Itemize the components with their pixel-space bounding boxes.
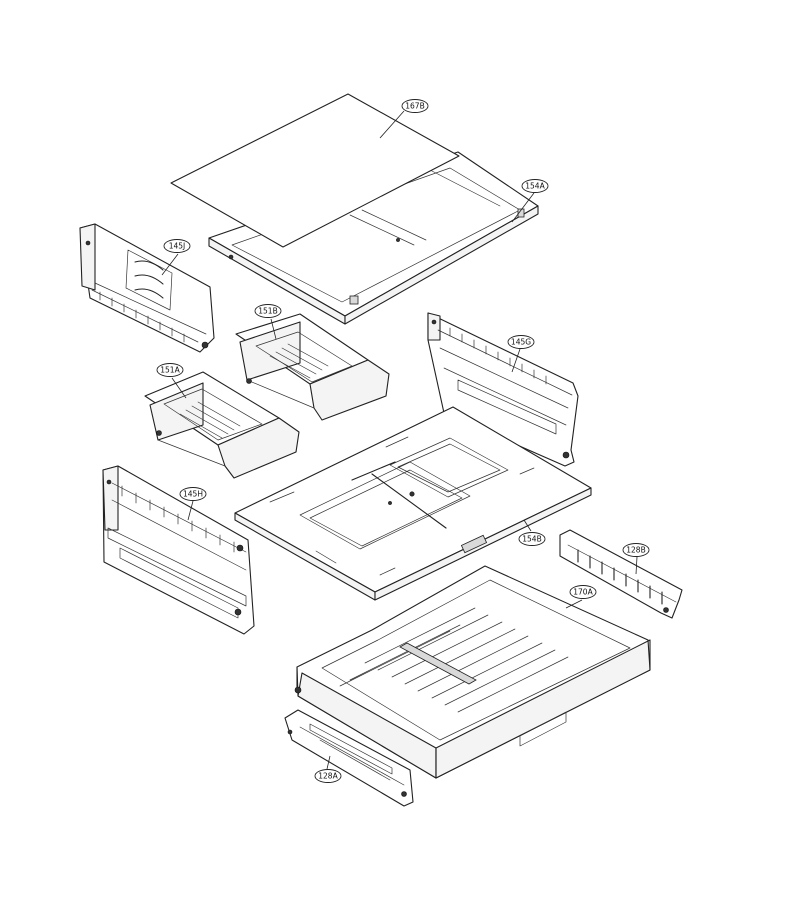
part-145J-left-bracket	[79, 223, 215, 353]
leader-154B	[523, 519, 532, 532]
callout-128B: 128B	[622, 543, 650, 557]
part-170A-crisper-drawer	[294, 565, 651, 779]
part-154B-lower-shelf-cover	[234, 406, 592, 601]
callout-151B: 151B	[254, 304, 282, 318]
leader-145G	[511, 348, 521, 373]
callout-145H: 145H	[179, 487, 207, 501]
callout-128B-text: 128B	[626, 546, 645, 555]
leader-167B	[379, 110, 405, 139]
callout-145G: 145G	[507, 335, 535, 349]
part-145H-left-bracket	[102, 465, 255, 635]
part-151A-front-bin	[144, 371, 300, 479]
callout-128A: 128A	[314, 769, 342, 783]
callout-167B: 167B	[401, 99, 429, 113]
callout-145J-text: 145J	[169, 242, 186, 251]
leader-lines	[161, 110, 638, 770]
leader-154A	[511, 192, 535, 223]
leader-128B	[635, 556, 638, 575]
part-145G-right-bracket	[427, 312, 579, 467]
leader-145H	[187, 500, 194, 521]
leader-151B	[270, 318, 277, 340]
part-128B-right-rail	[559, 529, 683, 619]
callout-154A: 154A	[521, 179, 549, 193]
callout-151A: 151A	[156, 363, 184, 377]
callout-145G-text: 145G	[511, 338, 531, 347]
leader-145J	[161, 253, 179, 276]
callout-128A-text: 128A	[318, 772, 338, 781]
callout-154A-text: 154A	[525, 182, 545, 191]
callout-145J: 145J	[163, 239, 191, 253]
callout-151B-text: 151B	[258, 307, 277, 316]
callout-167B-text: 167B	[405, 102, 424, 111]
callout-170A-text: 170A	[573, 588, 593, 597]
part-167B-glass-panel	[170, 93, 460, 248]
part-128A-left-rail	[284, 709, 414, 807]
callout-145H-text: 145H	[183, 490, 203, 499]
part-154A-upper-shelf-frame	[208, 151, 539, 325]
callout-154B: 154B	[518, 532, 546, 546]
callout-151A-text: 151A	[160, 366, 180, 375]
part-151B-rear-bin	[235, 313, 390, 421]
callout-170A: 170A	[569, 585, 597, 599]
leader-151A	[171, 377, 187, 399]
leader-128A	[326, 755, 331, 770]
leader-170A	[565, 599, 583, 609]
callout-154B-text: 154B	[522, 535, 541, 544]
